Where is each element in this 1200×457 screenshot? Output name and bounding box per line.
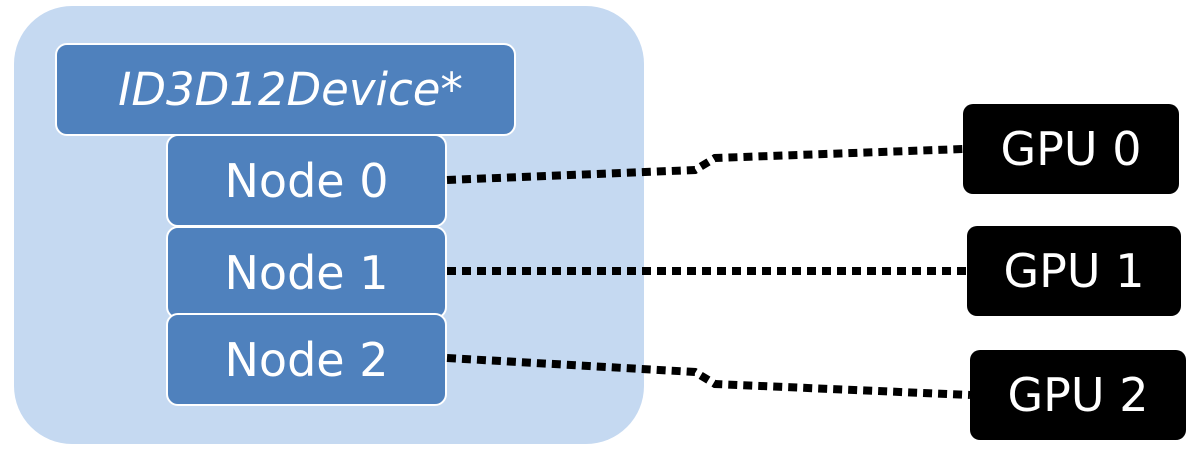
device-title: ID3D12Device* [55, 43, 516, 136]
connector-node2-gpu2 [446, 354, 971, 399]
gpu-2: GPU 2 [970, 350, 1186, 440]
gpu-0: GPU 0 [963, 104, 1179, 194]
connector-node0-gpu0 [446, 145, 964, 184]
gpu-1: GPU 1 [967, 226, 1181, 316]
node-1: Node 1 [166, 226, 447, 319]
node-2: Node 2 [166, 313, 447, 406]
node-0: Node 0 [166, 134, 447, 227]
